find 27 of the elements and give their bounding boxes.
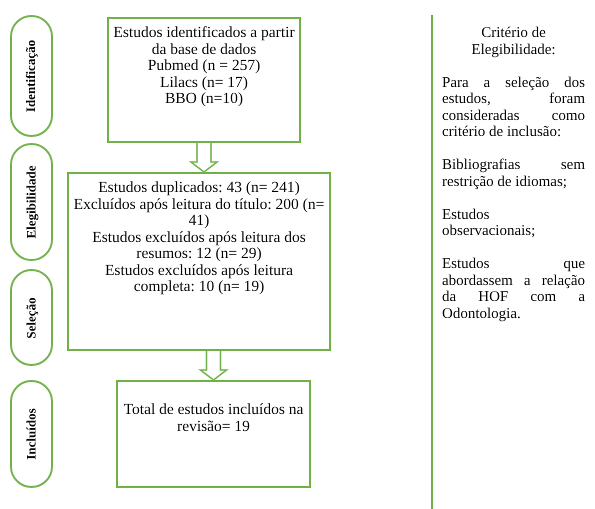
box-text: Estudos observacionais; [442,206,536,240]
box-text: Para a seleção dos estudos, foram consideradas como critério de inclusão: [442,74,585,140]
box-text: Estudos excluídos após leitura dos resumos: 12 (n= 29) [91,230,307,262]
box-text: Pubmed (n = 257) [146,58,262,74]
box-text: Excluídos após leitura do título: 200 (n= 41) [73,196,325,230]
panel-heading: Critério de Elegibilidade: [470,25,557,58]
process-box [116,380,311,488]
box-text: Estudos duplicados: 43 (n= 241) [97,180,301,196]
block-arrow [188,142,220,173]
stage-label: Seleção [24,296,40,338]
box-text: Estudos que abordassem a relação da HOF com a Odontologia. [442,256,585,322]
box-text: Total de estudos incluídos na revisão= 19 [122,402,304,435]
stage-label-pill [10,269,53,366]
block-arrow [198,350,229,381]
stage-label-pill [10,15,53,137]
box-text: Estudos identificados a partir da base de dados [113,25,295,58]
stage-label: Identificação [24,40,40,112]
stage-label: Incluídos [24,408,40,460]
stage-label-pill [10,380,53,488]
box-text: Bibliografias sem restrição de idiomas; [442,157,585,190]
box-text: BBO (n=10) [164,91,244,108]
box-text: Lilacs (n= 17) [159,74,249,91]
process-box [107,17,301,143]
stage-label-pill [10,143,53,261]
box-text: Estudos excluídos após leitura completa: 10 (n= 19) [104,262,294,296]
process-box [67,172,331,351]
stage-label: Elegibilidade [24,166,40,238]
